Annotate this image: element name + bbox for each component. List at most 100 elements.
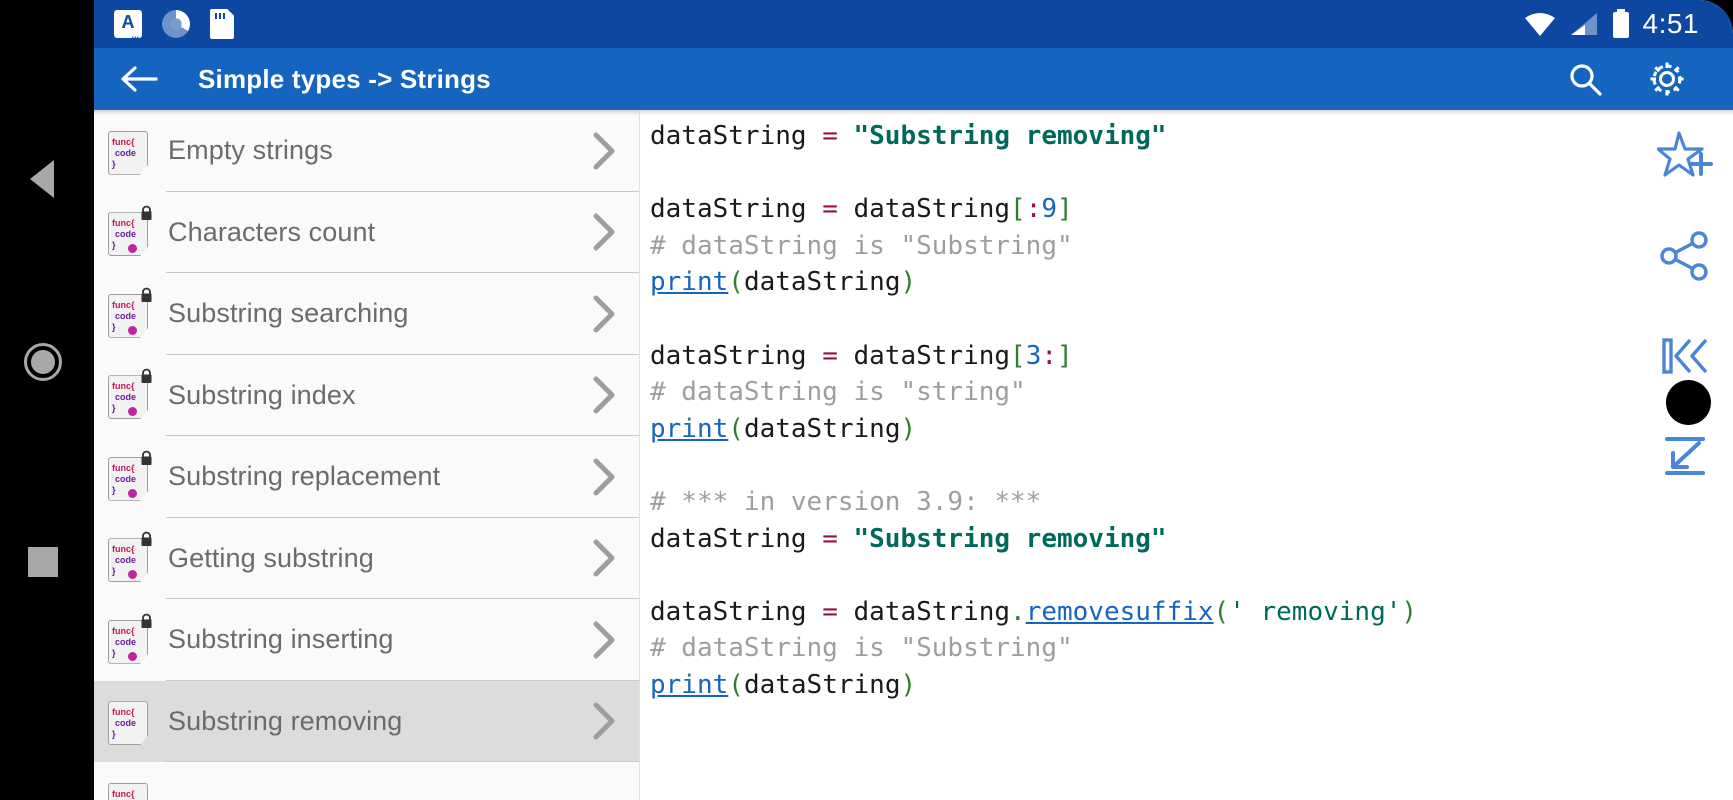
code-file-icon: func{ code } (108, 697, 152, 746)
code-block: dataString = "Substring removing" dataSt… (650, 121, 1418, 700)
code-icon-line3: } (112, 240, 116, 251)
premium-dot-icon (128, 244, 137, 254)
code-icon-line1: func{ (112, 788, 135, 799)
chevron-right-icon (591, 375, 617, 415)
list-item[interactable]: func{ code } Substring replacement (94, 436, 639, 518)
lock-icon (141, 205, 152, 221)
code-icon-line3: } (112, 403, 116, 414)
code-file-icon-locked: func{ code } (108, 205, 152, 257)
code-icon-line2: code (115, 310, 137, 321)
status-clock: 4:51 (1642, 8, 1699, 39)
lock-icon (141, 450, 152, 465)
code-icon-line1: func{ (112, 544, 135, 555)
app-bar-actions (1567, 59, 1733, 99)
arrow-left-icon (121, 66, 158, 92)
status-system-icons: 4:51 (1524, 8, 1733, 40)
wifi-icon (1524, 13, 1555, 36)
code-file-icon-locked: func{ code } (108, 450, 152, 501)
share-button[interactable] (1657, 228, 1713, 284)
chevron-right-icon (591, 212, 617, 252)
app-bar: Simple types -> Strings (94, 48, 1733, 110)
premium-dot-icon (128, 570, 137, 580)
battery-full-icon (1612, 9, 1629, 38)
topic-list[interactable]: func{ code } Empty strings func{ (94, 110, 640, 800)
lock-icon (141, 287, 152, 302)
code-icon-line1: func{ (112, 299, 135, 310)
nav-home-icon[interactable] (24, 343, 62, 381)
android-nav-bar (0, 0, 94, 800)
back-button[interactable] (94, 63, 180, 95)
list-item-label: Getting substring (168, 542, 374, 573)
collapse-button[interactable] (1657, 428, 1713, 484)
code-icon-line1: func{ (112, 218, 135, 229)
list-item[interactable]: func{ code } Substring searching (94, 273, 639, 355)
removesuffix-link[interactable]: removesuffix (1025, 596, 1214, 627)
print-link[interactable]: print (650, 669, 729, 700)
row-divider (166, 679, 639, 681)
code-icon-line2: code (115, 555, 137, 566)
row-divider (166, 272, 639, 273)
lock-icon (141, 531, 152, 547)
code-icon-line2: code (115, 229, 137, 240)
list-item[interactable]: func{ code } Characters count (94, 191, 639, 273)
row-divider (166, 598, 639, 599)
chevron-right-icon (591, 457, 617, 497)
row-divider (166, 516, 639, 518)
gear-icon[interactable] (1647, 59, 1687, 99)
status-bar: A 4:51 (94, 0, 1733, 48)
status-notification-icons: A (94, 9, 234, 40)
code-file-icon-locked: func{ code } (108, 287, 152, 338)
list-item[interactable]: func{ code } Substring index (94, 354, 639, 436)
lock-icon (141, 613, 152, 628)
row-divider (166, 761, 639, 762)
print-link[interactable]: print (650, 267, 729, 298)
list-item[interactable]: func{ code } Getting substring (94, 517, 639, 599)
search-icon[interactable] (1567, 61, 1603, 97)
code-icon-line1: func{ (112, 462, 135, 473)
share-icon (1660, 231, 1708, 281)
list-item[interactable]: func{ code } (94, 762, 639, 800)
code-icon-line2: code (115, 473, 137, 484)
list-item-label: Characters count (168, 216, 376, 247)
row-divider (166, 435, 639, 436)
code-icon-line1: func{ (112, 136, 135, 147)
chevron-right-icon (591, 538, 617, 578)
go-to-first-button[interactable] (1657, 328, 1713, 384)
code-file-icon: func{ code } (108, 779, 152, 800)
row-divider (166, 190, 639, 192)
code-viewer[interactable]: dataString = "Substring removing" dataSt… (640, 110, 1733, 800)
lock-icon (141, 368, 152, 384)
sd-card-icon (210, 9, 234, 39)
list-item-label: Substring inserting (168, 624, 394, 655)
code-icon-line2: code (115, 636, 137, 647)
row-divider (166, 353, 639, 355)
code-icon-line2: code (115, 718, 137, 729)
phone-screen: A 4:51 (94, 0, 1733, 800)
list-item-label: Substring removing (168, 705, 403, 736)
list-item-selected[interactable]: func{ code } Substring removing (94, 680, 639, 762)
star-plus-icon (1657, 131, 1713, 177)
list-item-label: Substring replacement (168, 461, 441, 492)
chevron-right-icon (591, 131, 617, 171)
list-item-label: Empty strings (168, 135, 333, 166)
skip-to-start-icon (1662, 338, 1708, 374)
sync-icon (162, 10, 190, 38)
premium-dot-icon (128, 488, 137, 498)
add-bookmark-button[interactable] (1657, 128, 1713, 184)
code-icon-line3: } (112, 729, 116, 740)
cell-signal-icon (1570, 13, 1597, 35)
code-file-icon-locked: func{ code } (108, 613, 152, 664)
list-item-label: Substring searching (168, 298, 409, 329)
main-content: func{ code } Empty strings func{ (94, 110, 1733, 800)
touch-cursor (1666, 380, 1711, 425)
list-item[interactable]: func{ code } Substring inserting (94, 599, 639, 681)
nav-recents-icon[interactable] (28, 547, 58, 577)
code-icon-line3: } (112, 647, 116, 658)
premium-dot-icon (128, 651, 137, 661)
code-icon-line1: func{ (112, 625, 135, 636)
code-file-icon-locked: func{ code } (108, 368, 152, 420)
print-link[interactable]: print (650, 413, 729, 444)
list-item[interactable]: func{ code } Empty strings (94, 110, 639, 192)
nav-back-icon[interactable] (30, 160, 54, 198)
